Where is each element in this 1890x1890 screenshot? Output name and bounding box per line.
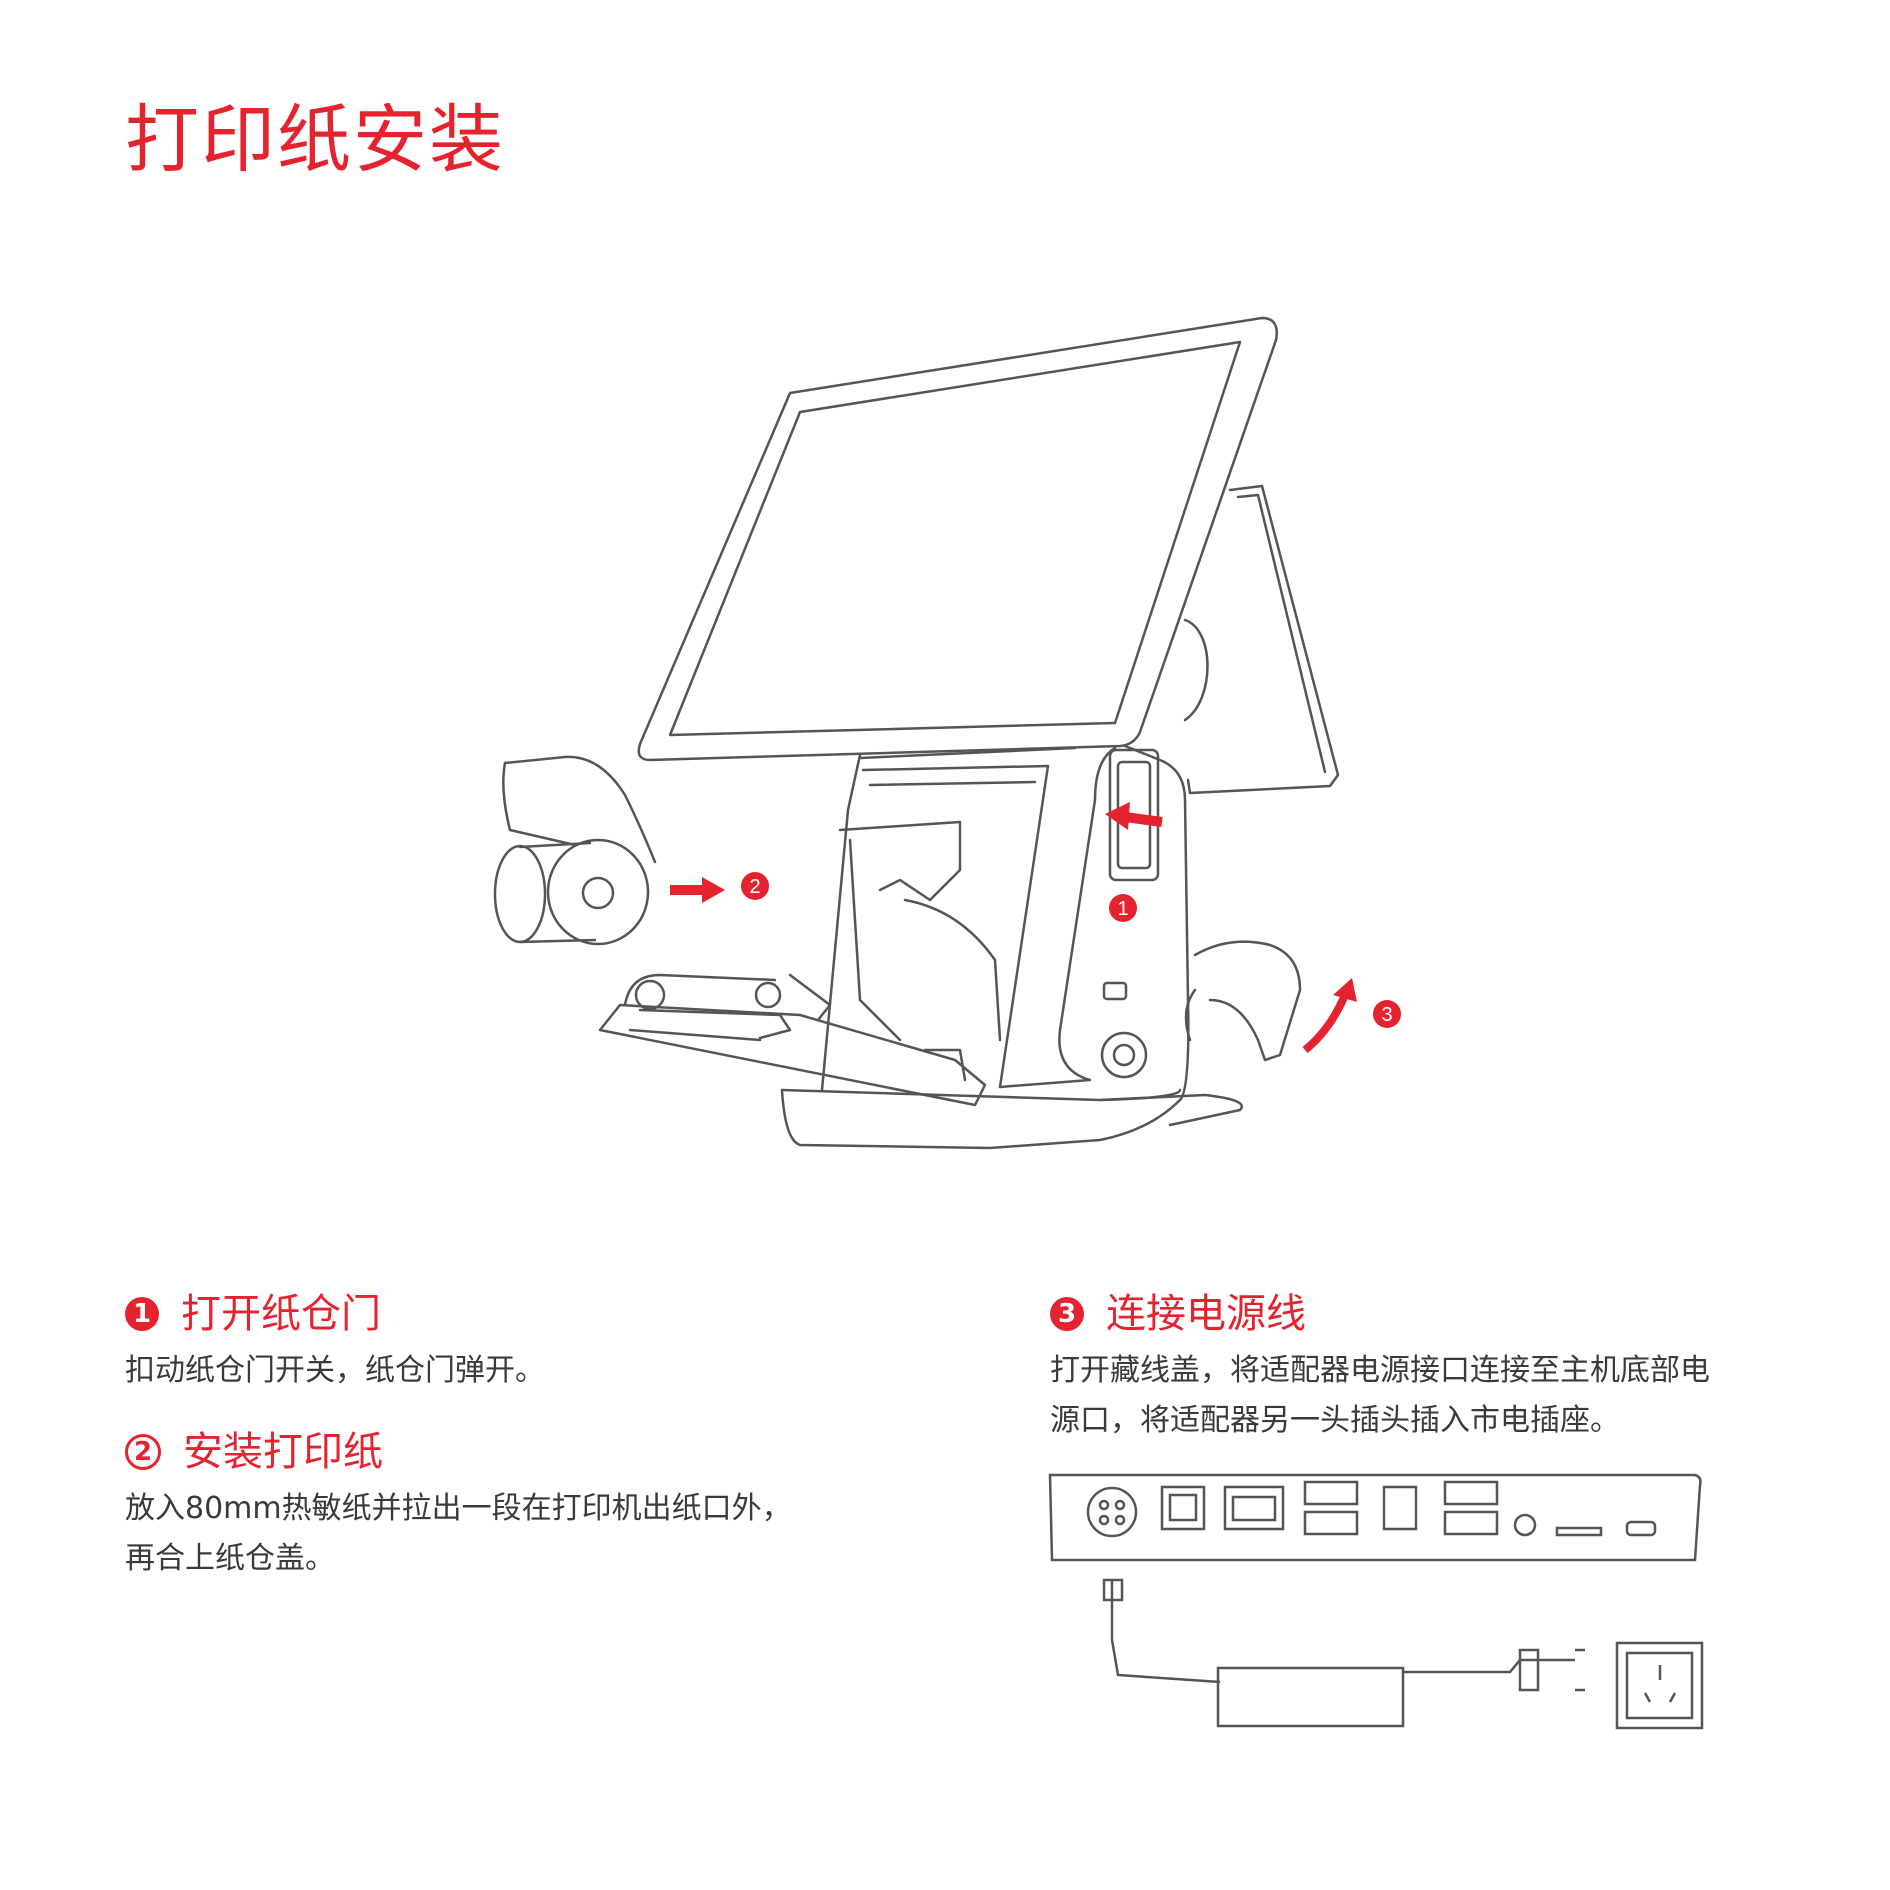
step-2-line-1: 放入80mm热敏纸并拉出一段在打印机出纸口外，: [125, 1491, 792, 1526]
marker-3-label: 3: [1381, 1004, 1392, 1026]
marker-3: [1373, 1000, 1401, 1028]
wall-socket-icon: [1615, 1641, 1704, 1730]
step-1-line-1: 扣动纸仓门开关，纸仓门弹开。: [125, 1353, 545, 1388]
marker-1-label: 1: [1117, 898, 1128, 920]
pos-body: [780, 744, 1243, 1150]
step-3-title: 连接电源线: [1106, 1291, 1306, 1337]
arrow-icon: [670, 877, 725, 903]
step-2-number: 2: [125, 1434, 161, 1470]
dc-power-port-icon: [1086, 1486, 1138, 1538]
step-1-title: 打开纸仓门: [181, 1291, 381, 1337]
step-1-heading: 1 打开纸仓门: [125, 1290, 905, 1338]
step-1: 1 打开纸仓门 扣动纸仓门开关，纸仓门弹开。: [125, 1290, 905, 1396]
ac-plug-icon: [1518, 1648, 1540, 1692]
ports-diagram: [1048, 1473, 1704, 1730]
usb-icon: [1102, 981, 1128, 1001]
page-title: 打印纸安装: [125, 97, 505, 183]
step-3-line-1: 打开藏线盖，将适配器电源接口连接至主机底部电: [1050, 1353, 1710, 1388]
step-3: 3 连接电源线 打开藏线盖，将适配器电源接口连接至主机底部电 源口，将适配器另一…: [1050, 1290, 1810, 1446]
step-2-body: 放入80mm热敏纸并拉出一段在打印机出纸口外， 再合上纸仓盖。: [125, 1484, 905, 1584]
audio-jack-icon: [1513, 1513, 1537, 1537]
step-3-body: 打开藏线盖，将适配器电源接口连接至主机底部电 源口，将适配器另一头插头插入市电插…: [1050, 1346, 1810, 1446]
step-2-line-2: 再合上纸仓盖。: [125, 1541, 335, 1576]
sd-slot-icon: [1555, 1526, 1603, 1537]
arrow-icon: [1302, 978, 1357, 1054]
main-display: [637, 316, 1278, 762]
step-2: 2 安装打印纸 放入80mm热敏纸并拉出一段在打印机出纸口外， 再合上纸仓盖。: [125, 1428, 905, 1584]
paper-roll-icon: [493, 755, 657, 946]
usb-port-icon: [1303, 1480, 1359, 1506]
step-2-heading: 2 安装打印纸: [125, 1428, 905, 1476]
serial-port-icon: [1382, 1485, 1418, 1531]
step-3-heading: 3 连接电源线: [1050, 1290, 1810, 1338]
step-3-number: 3: [1050, 1297, 1084, 1331]
rj45-port-icon: [1223, 1485, 1285, 1531]
power-button-icon: [1100, 1031, 1148, 1079]
step-2-title: 安装打印纸: [183, 1429, 383, 1475]
paper-door: [598, 820, 1002, 1107]
marker-1: [1109, 894, 1137, 922]
marker-2-label: 2: [749, 876, 760, 898]
marker-2: [741, 872, 769, 900]
step-1-number: 1: [125, 1297, 159, 1331]
micro-usb-icon: [1625, 1520, 1657, 1537]
customer-display: [1183, 484, 1340, 795]
step-1-body: 扣动纸仓门开关，纸仓门弹开。: [125, 1346, 905, 1396]
rj11-port-icon: [1160, 1485, 1206, 1531]
arrow-icon: [1105, 802, 1163, 830]
power-adapter-icon: [1216, 1666, 1405, 1728]
cable-cover: [1184, 940, 1302, 1062]
step-3-line-2: 源口，将适配器另一头插头插入市电插座。: [1050, 1403, 1620, 1438]
